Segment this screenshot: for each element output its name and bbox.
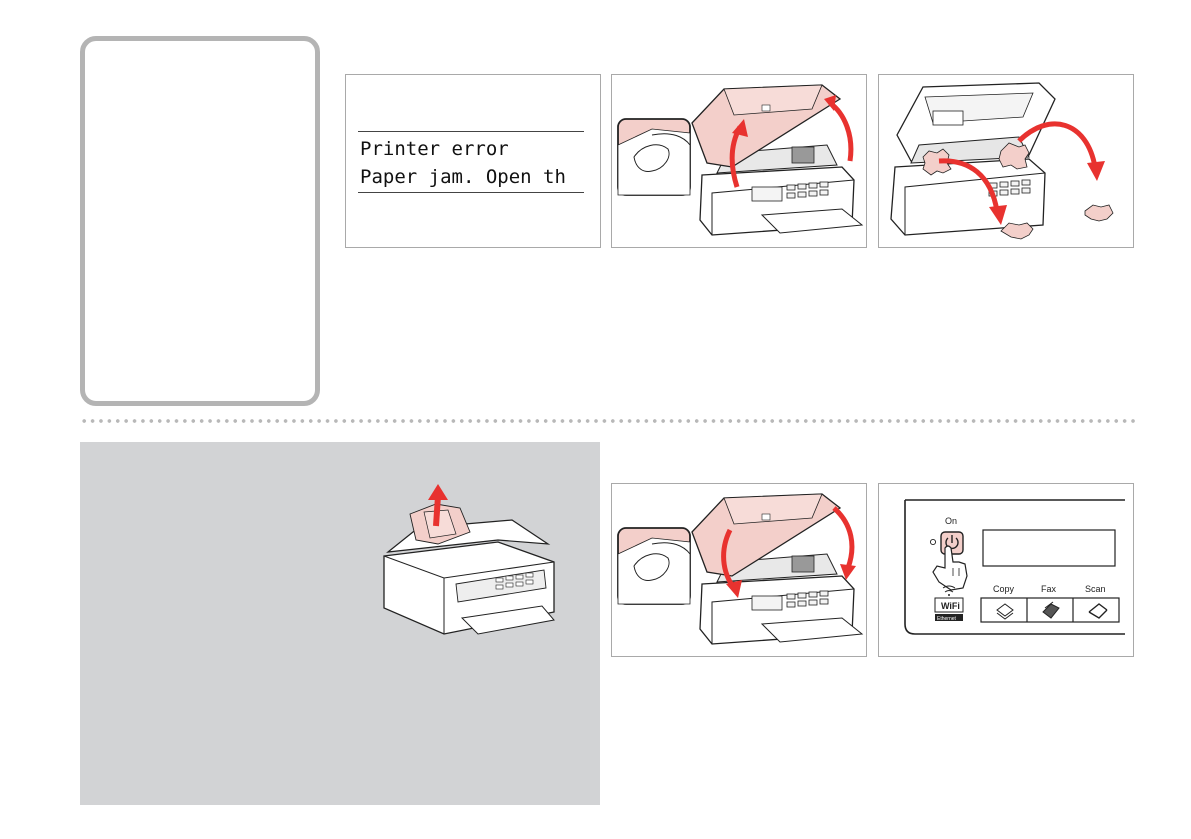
control-panel-illustration: On WiFi Ethernet Copy Fax Scan [904, 499, 1125, 635]
tip-panel [80, 442, 600, 805]
power-icon [945, 535, 959, 550]
lcd-line-1: Printer error [360, 138, 509, 160]
fax-label: Fax [1041, 584, 1057, 594]
remove-paper-panel [878, 74, 1134, 248]
control-panel-panel: On WiFi Ethernet Copy Fax Scan [878, 483, 1134, 657]
wifi-icon [942, 585, 956, 596]
copy-icon [996, 603, 1014, 620]
on-label: On [945, 516, 957, 526]
copy-button[interactable] [996, 603, 1014, 620]
lcd-error-panel [345, 74, 601, 248]
step-number-box [80, 36, 320, 406]
fax-icon [1042, 601, 1060, 619]
ethernet-label: Ethernet [937, 616, 957, 622]
scan-button[interactable] [1088, 603, 1108, 619]
wifi-label: WiFi [941, 601, 960, 611]
dotted-separator [80, 419, 1135, 423]
open-scanner-illustration [617, 84, 864, 236]
remove-paper-illustration [890, 82, 1114, 240]
power-button[interactable] [940, 531, 964, 555]
scan-label: Scan [1085, 584, 1106, 594]
close-scanner-panel [611, 483, 867, 657]
close-scanner-illustration [617, 493, 864, 645]
hand-pointer-icon [932, 545, 968, 591]
scan-icon [1088, 603, 1108, 619]
rear-feeder-illustration [383, 484, 555, 635]
copy-label: Copy [993, 584, 1015, 594]
fax-button[interactable] [1042, 601, 1060, 619]
open-scanner-panel [611, 74, 867, 248]
lcd-line-2: Paper jam. Open th [360, 166, 566, 188]
lcd-display: Printer error Paper jam. Open th [358, 131, 584, 193]
